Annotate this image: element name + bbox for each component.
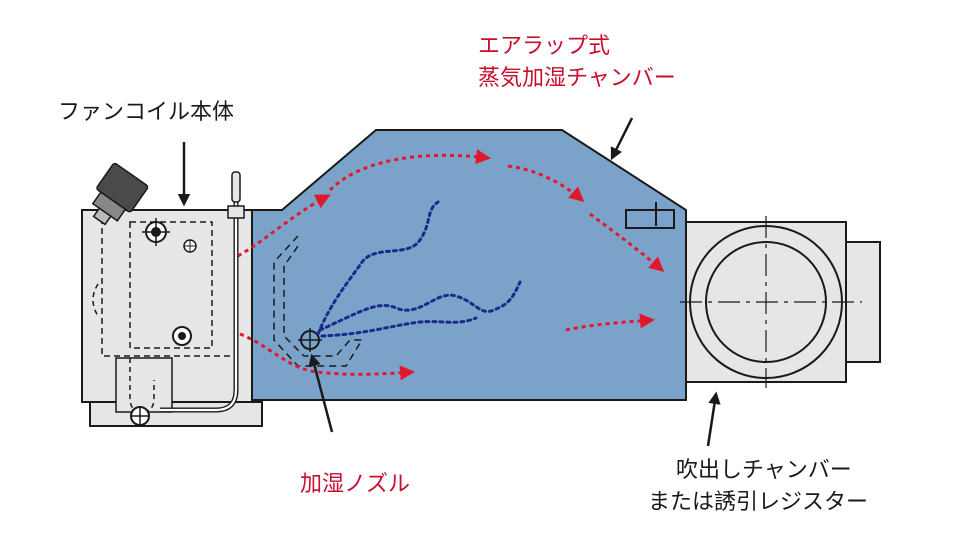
fitting-icon: [183, 239, 197, 253]
label-nozzle: 加湿ノズル: [300, 472, 411, 497]
fitting-icon: [172, 326, 192, 346]
fancoil-unit: [81, 162, 263, 427]
humidification-chamber: [251, 129, 687, 401]
steam-flow: [316, 200, 522, 338]
valve-wheel-icon: [142, 218, 170, 246]
label-chamber-line2: 蒸気加湿チャンバー: [478, 66, 676, 91]
drain-plug-icon: [130, 406, 150, 426]
nozzle-icon: [298, 328, 322, 352]
outlet-chamber: [680, 216, 881, 388]
label-fancoil-unit: ファンコイル本体: [58, 100, 235, 125]
leader-lines: [177, 117, 721, 447]
label-outlet-line2: または誘引レジスター: [648, 490, 869, 515]
airflow-arrows: [237, 149, 665, 381]
label-chamber-line1: エアラップ式: [478, 34, 611, 59]
label-outlet-line1: 吹出しチャンバー: [676, 458, 852, 483]
